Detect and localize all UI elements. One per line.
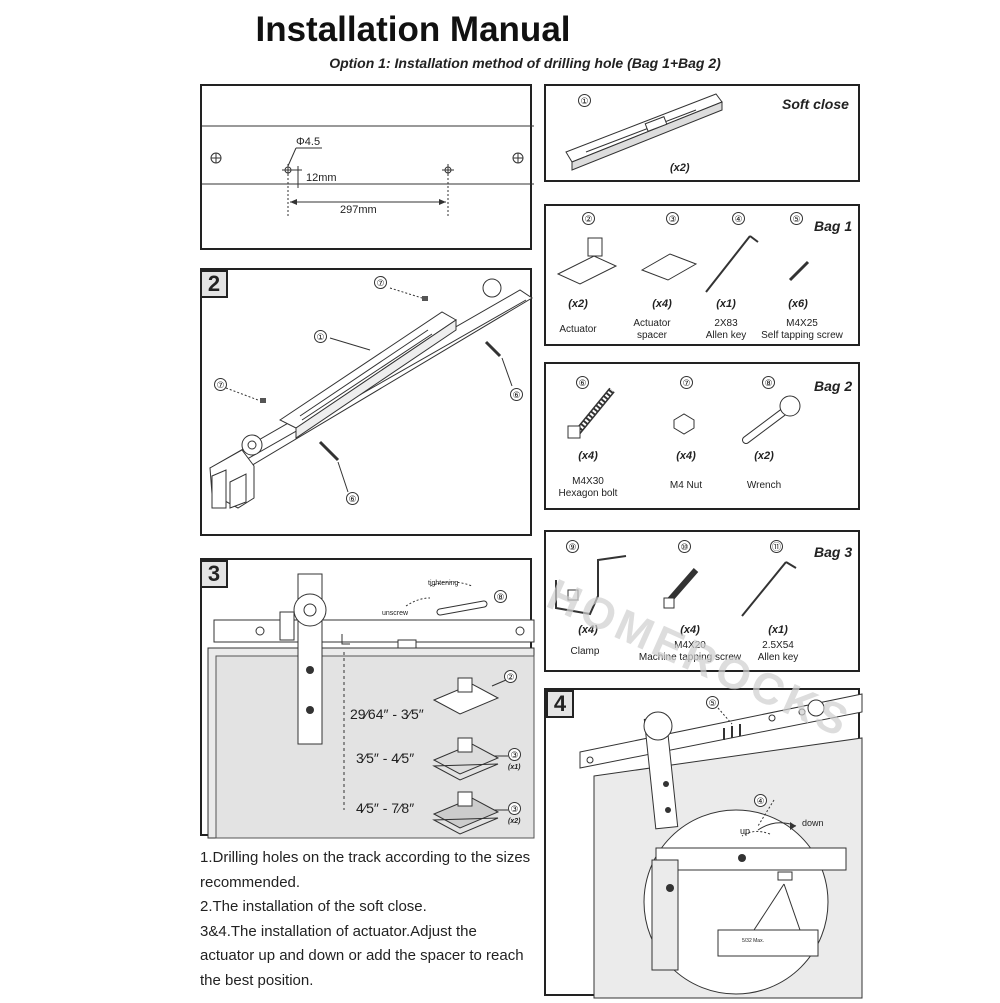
spacing-dimension-label: 297mm xyxy=(340,204,377,216)
callout-allen-key: ④ xyxy=(754,794,767,807)
instruction-1: 1.Drilling holes on the track according … xyxy=(200,849,531,891)
step-2-panel: ⑦ ① ⑦ ⑥ ⑥ xyxy=(200,268,533,536)
bag-3-panel: Bag 3 ⑨ ⑩ ⑪ (x4) Clamp (x4) M4X20 Machin… xyxy=(544,530,860,672)
bag-2-item-2-name: M4 Nut xyxy=(669,480,703,491)
callout-nut-top: ⑦ xyxy=(374,276,387,289)
bag-2-items-illustration xyxy=(567,387,801,444)
instruction-3: 3&4.The installation of actuator.Adjust … xyxy=(200,922,524,989)
bag-1-panel: Bag 1 ② ③ ④ ⑤ (x2) Actuator (x4) Actuato… xyxy=(544,204,860,346)
tightening-label: tightening xyxy=(428,580,459,587)
step-2-number: 2 xyxy=(200,270,228,298)
bag-3-item-2-qty: (x4) xyxy=(680,624,700,636)
bag-2-item-2-qty: (x4) xyxy=(676,450,696,462)
down-label: down xyxy=(802,818,824,828)
callout-bolt-right: ⑥ xyxy=(510,388,523,401)
bag-1-item-3-ref: ④ xyxy=(732,212,745,225)
bag-1-item-3-spec: 2X83 xyxy=(714,318,738,329)
bag-3-item-3-spec: 2.5X54 xyxy=(762,640,794,651)
callout-soft-close-item: ① xyxy=(578,94,591,107)
page-title: Installation Manual xyxy=(255,10,571,49)
bag-1-item-3-qty: (x1) xyxy=(716,298,736,310)
bag-1-item-2-name: Actuator spacer xyxy=(633,318,671,341)
spacer-range-2: 3⁄5″ - 4⁄5″ xyxy=(356,750,415,766)
step-4-panel: ⑤ ④ up down 5/32 Max. xyxy=(544,688,863,999)
bag-3-item-2-spec: M4X20 xyxy=(674,640,706,651)
step-3-number: 3 xyxy=(200,560,228,588)
soft-close-illustration xyxy=(565,93,723,171)
soft-close-panel: ① Soft close (x2) xyxy=(544,84,860,182)
spacer-qty-2: (x2) xyxy=(508,818,521,825)
bag-2-item-3-ref: ⑧ xyxy=(762,376,775,389)
actuator-installation-diagram xyxy=(579,693,863,999)
gap-label: 5/32 Max. xyxy=(742,938,764,944)
bag-1-items-illustration xyxy=(556,235,810,293)
bag-2-item-1-name: Hexagon bolt xyxy=(558,488,618,499)
callout-actuator: ② xyxy=(504,670,517,683)
bag-2-item-1-spec: M4X30 xyxy=(572,476,604,487)
bag-1-item-4-name: Self tapping screw xyxy=(761,330,843,341)
soft-close-qty: (x2) xyxy=(670,162,690,174)
instructions-text: 1.Drilling holes on the track according … xyxy=(200,846,535,993)
spacer-qty-1: (x1) xyxy=(508,764,521,771)
bag-2-item-3-name: Wrench xyxy=(746,480,782,491)
step-4-number: 4 xyxy=(546,690,574,718)
bag-3-item-3-qty: (x1) xyxy=(768,624,788,636)
bag-1-item-1-ref: ② xyxy=(582,212,595,225)
callout-wrench: ⑧ xyxy=(494,590,507,603)
bag-3-item-2-name: Machine tapping screw xyxy=(638,652,742,663)
bag-1-item-3-name: Allen key xyxy=(705,330,747,341)
bag-2-panel: Bag 2 ⑥ ⑦ ⑧ (x4) M4X30 Hexagon bolt (x4)… xyxy=(544,362,860,510)
instruction-2: 2.The installation of the soft close. xyxy=(200,898,427,915)
bag-2-item-3-qty: (x2) xyxy=(754,450,774,462)
bag-1-title: Bag 1 xyxy=(814,218,853,234)
callout-soft-close: ① xyxy=(314,330,327,343)
unscrew-label: unscrew xyxy=(382,610,409,617)
bag-2-item-2-ref: ⑦ xyxy=(680,376,693,389)
bag-2-item-1-ref: ⑥ xyxy=(576,376,589,389)
bag-3-items-illustration xyxy=(555,555,797,617)
bag-3-title: Bag 3 xyxy=(814,544,853,560)
bag-1-item-2-qty: (x4) xyxy=(652,298,672,310)
step-1-panel: Φ4.5 12mm 297mm xyxy=(200,84,534,250)
callout-spacer-1: ③ xyxy=(508,748,521,761)
callout-screws: ⑤ xyxy=(706,696,719,709)
spacer-range-3: 4⁄5″ - 7⁄8″ xyxy=(356,800,415,816)
bag-1-item-4-qty: (x6) xyxy=(788,298,808,310)
actuator-adjustment-diagram xyxy=(207,573,535,839)
step-3-panel: tightening unscrew ⑧ ② 29⁄64″ - 3⁄5″ 3⁄5… xyxy=(200,558,535,839)
offset-dimension-label: 12mm xyxy=(306,172,337,184)
callout-nut-left: ⑦ xyxy=(214,378,227,391)
spacer-range-1: 29⁄64″ - 3⁄5″ xyxy=(350,706,424,722)
bag-3-item-1-ref: ⑨ xyxy=(566,540,579,553)
bag-3-item-1-name: Clamp xyxy=(570,646,600,657)
bag-2-item-1-qty: (x4) xyxy=(578,450,598,462)
up-label: up xyxy=(740,826,751,836)
bag-1-item-1-name: Actuator xyxy=(559,324,597,335)
bag-3-item-2-ref: ⑩ xyxy=(678,540,691,553)
page-subtitle: Option 1: Installation method of drillin… xyxy=(329,55,721,71)
bag-1-item-1-qty: (x2) xyxy=(568,298,588,310)
track-drilling-diagram xyxy=(202,125,534,216)
bag-1-item-2-ref: ③ xyxy=(666,212,679,225)
hole-diameter-label: Φ4.5 xyxy=(296,136,321,148)
bag-3-item-1-qty: (x4) xyxy=(578,624,598,636)
callout-spacer-2: ③ xyxy=(508,802,521,815)
bag-3-item-3-ref: ⑪ xyxy=(770,540,783,553)
bag-1-item-4-ref: ⑤ xyxy=(790,212,803,225)
bag-3-item-3-name: Allen key xyxy=(757,652,799,663)
bag-1-item-4-spec: M4X25 xyxy=(786,318,818,329)
soft-close-mounting-diagram xyxy=(209,278,533,509)
bag-2-title: Bag 2 xyxy=(814,378,853,394)
soft-close-title: Soft close xyxy=(782,96,849,112)
callout-bolt-bottom: ⑥ xyxy=(346,492,359,505)
